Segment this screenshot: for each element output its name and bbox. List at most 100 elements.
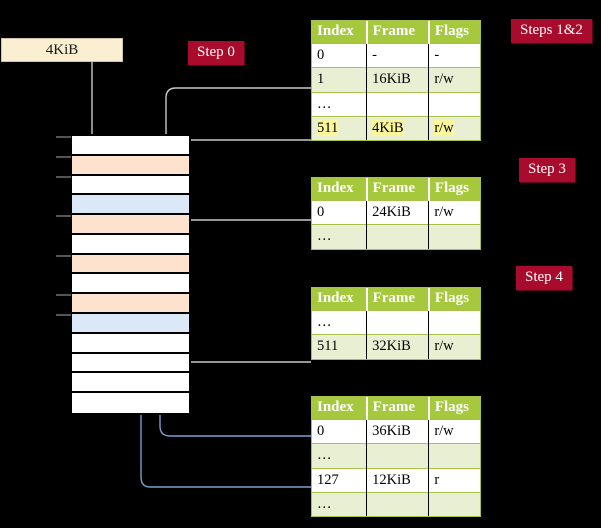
column-header-index: Index	[312, 178, 368, 201]
badge-step-4-label: Step 4	[525, 269, 563, 285]
badge-step-3-label: Step 3	[528, 161, 566, 177]
table-cell	[366, 224, 430, 249]
table-cell: 0	[312, 419, 368, 444]
table-cell: 127	[312, 467, 368, 493]
table-cell: r/w	[428, 115, 480, 140]
table-cell: 0	[312, 43, 368, 68]
memory-frame-tick	[56, 155, 71, 158]
memory-frame-row	[72, 333, 189, 354]
memory-frame-row	[72, 215, 189, 235]
memory-frame-tick	[56, 314, 71, 317]
badge-steps-1-2: Steps 1&2	[511, 19, 592, 43]
column-header-frame: Frame	[366, 21, 430, 44]
column-header-frame: Frame	[366, 178, 430, 201]
column-header-flags: Flags	[428, 288, 480, 311]
memory-frame-row	[72, 155, 189, 176]
table-cell: …	[312, 224, 368, 249]
highlighted-value: 4KiB	[372, 119, 404, 136]
table-cell: 511	[312, 334, 368, 359]
table-cell: r	[428, 467, 480, 493]
memory-frame-row	[72, 373, 189, 394]
memory-frame-tick	[56, 215, 71, 218]
table-cell: 24KiB	[366, 200, 430, 225]
column-header-flags: Flags	[428, 397, 480, 420]
table-cell	[428, 91, 480, 117]
table-row: …	[312, 443, 480, 468]
table-cell: 511	[312, 115, 368, 140]
table-cell: r/w	[428, 419, 480, 444]
table-cell: 4KiB	[366, 115, 430, 140]
memory-frame-tick	[56, 294, 71, 297]
memory-frame-row	[72, 314, 189, 334]
column-header-index: Index	[312, 288, 368, 311]
table-cell	[366, 310, 430, 335]
memory-frame-row	[72, 274, 189, 295]
memory-frame-tick	[56, 136, 71, 138]
table-cell	[366, 91, 430, 117]
table-cell: …	[312, 91, 368, 117]
column-header-frame: Frame	[366, 288, 430, 311]
highlighted-value: 511	[317, 119, 339, 136]
column-header-flags: Flags	[428, 178, 480, 201]
memory-frame-row	[72, 254, 189, 275]
table-cell: …	[312, 443, 368, 468]
memory-frame-row	[72, 136, 189, 156]
table-row: …	[312, 91, 480, 117]
table-cell: r/w	[428, 334, 480, 359]
badge-step-3: Step 3	[519, 158, 575, 182]
table-cell	[428, 491, 480, 516]
table-cell: 0	[312, 200, 368, 225]
table-cell: 12KiB	[366, 467, 430, 493]
badge-step-0-label: Step 0	[197, 44, 235, 60]
table-cell: 36KiB	[366, 419, 430, 444]
memory-frame-row	[72, 393, 189, 413]
memory-frame-tick	[56, 175, 71, 178]
page-size-box: 4KiB	[1, 38, 123, 62]
badge-step-4: Step 4	[516, 266, 572, 290]
column-header-index: Index	[312, 397, 368, 420]
table-cell	[366, 443, 430, 468]
table-cell: -	[428, 43, 480, 68]
memory-frame-row	[72, 353, 189, 374]
table-cell: 1	[312, 67, 368, 92]
table-cell: 32KiB	[366, 334, 430, 359]
table-cell: 16KiB	[366, 67, 430, 92]
highlighted-value: r/w	[434, 119, 454, 136]
memory-frame-row	[72, 175, 189, 196]
memory-frame-tick	[56, 254, 71, 257]
column-header-frame: Frame	[366, 397, 430, 420]
table-cell: r/w	[428, 200, 480, 225]
table-cell	[428, 310, 480, 335]
badge-step-0: Step 0	[188, 41, 244, 65]
badge-steps-1-2-label: Steps 1&2	[520, 22, 583, 38]
table-cell	[428, 224, 480, 249]
column-header-flags: Flags	[428, 21, 480, 44]
column-header-index: Index	[312, 21, 368, 44]
memory-frame-row	[72, 294, 189, 315]
table-row: …	[312, 224, 480, 249]
table-cell: …	[312, 491, 368, 516]
table-row: …	[312, 491, 480, 516]
table-cell: -	[366, 43, 430, 68]
memory-frame-row	[72, 195, 189, 216]
table-cell	[366, 491, 430, 516]
memory-frame-row	[72, 234, 189, 255]
table-cell: …	[312, 310, 368, 335]
page-size-label: 4KiB	[45, 41, 79, 58]
table-cell	[428, 443, 480, 468]
physical-memory-column	[70, 134, 191, 415]
